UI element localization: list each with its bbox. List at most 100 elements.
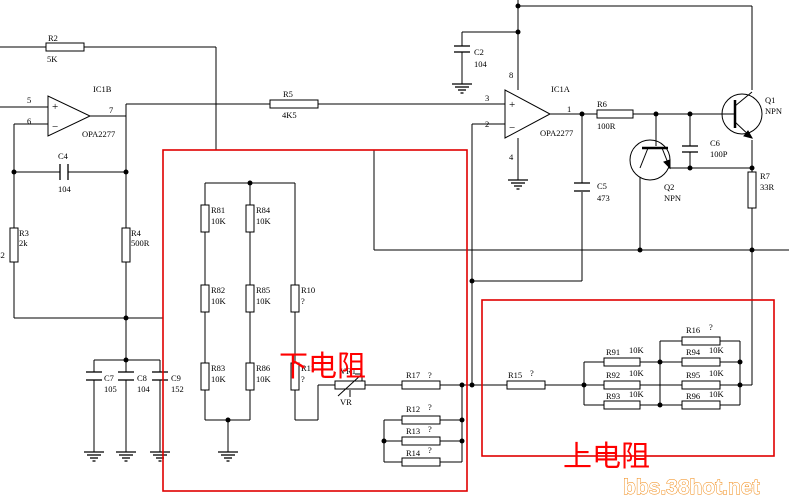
label-c9-ref: C9 (171, 373, 181, 383)
ground-symbol (115, 451, 137, 462)
resistor-r96 (681, 400, 721, 410)
label-c5-ref: C5 (597, 181, 607, 191)
capacitor-c6 (682, 145, 698, 153)
label-q2-type: NPN (664, 193, 681, 203)
capacitor-c4 (59, 164, 69, 180)
resistor-r5 (269, 99, 319, 109)
resistor-r91 (603, 357, 641, 367)
label-r14-value: ? (428, 445, 432, 455)
capacitor-c7 (86, 371, 102, 381)
label-ic1a-pin-out: 1 (567, 104, 571, 114)
resistor-r11 (290, 362, 300, 391)
label-r93-ref: R93 (606, 391, 620, 401)
label-r11-ref: R11 (301, 363, 315, 373)
label-ic1a-pin-plus: 3 (485, 93, 489, 103)
label-c2-ref: C2 (474, 47, 484, 57)
label-r83-ref: R83 (211, 363, 225, 373)
label-r81-value: 10K (211, 216, 227, 226)
label-r16-ref: R16 (686, 325, 700, 335)
label-r5-ref: R5 (283, 89, 293, 99)
label-r12-value: ? (428, 402, 432, 412)
resistor-r84 (245, 204, 255, 233)
resistor-r15 (506, 380, 546, 390)
ground-symbol (451, 83, 473, 94)
label-q1-type: NPN (765, 106, 782, 116)
label-ic1b-pin-minus: 6 (27, 116, 31, 126)
resistor-r7 (747, 171, 757, 209)
label-r93-value: 10K (629, 389, 645, 399)
label-r6-value: 100R (597, 121, 616, 131)
label-r17-value: ? (428, 370, 432, 380)
label-r4-value: 500R (131, 238, 150, 248)
resistor-r93 (603, 400, 641, 410)
label-r82-value: 10K (211, 296, 227, 306)
resistor-r95 (681, 380, 721, 390)
resistor-r12 (401, 415, 441, 425)
label-r81-ref: R81 (211, 205, 225, 215)
resistor-r94 (681, 357, 721, 367)
svg-text:+: + (52, 101, 58, 113)
resistor-r13 (401, 436, 441, 446)
opamp-ic1b (47, 95, 92, 137)
lower-resistor-highlight-box (162, 149, 468, 492)
label-q2-ref: Q2 (664, 182, 674, 192)
label-c8-value: 104 (137, 384, 151, 394)
resistor-r10 (290, 284, 300, 313)
label-r91-ref: R91 (606, 347, 620, 357)
resistor-r82 (200, 284, 210, 313)
label-ic1b-ref: IC1B (93, 84, 112, 94)
label-r84-value: 10K (256, 216, 272, 226)
label-r95-ref: R95 (686, 370, 700, 380)
label-r17-ref: R17 (406, 370, 420, 380)
resistor-r4 (121, 227, 131, 263)
label-r2-ref: R2 (48, 33, 58, 43)
label-r86-ref: R86 (256, 363, 270, 373)
resistor-r14 (401, 457, 441, 467)
label-r92-value: 10K (629, 368, 645, 378)
upper-resistor-highlight-box (481, 299, 775, 457)
opamp-ic1a (504, 89, 552, 139)
label-vr1-value: VR (340, 397, 352, 407)
lower-resistor-annotation: 下电阻 (279, 349, 366, 383)
label-r5-value: 4K5 (282, 110, 297, 120)
label-r92-ref: R92 (606, 370, 620, 380)
label-ic1b-pin-plus: 5 (27, 95, 31, 105)
resistor-r17 (401, 380, 441, 390)
potentiometer-wiper-arrow (337, 373, 363, 397)
capacitor-c8 (118, 371, 134, 381)
label-r82-ref: R82 (211, 285, 225, 295)
label-left-edge-c2: C2 (0, 250, 5, 260)
label-r15-ref: R15 (508, 370, 522, 380)
label-r91-value: 10K (629, 345, 645, 355)
label-c5-value: 473 (597, 193, 610, 203)
label-r3-value: 2k (19, 238, 28, 248)
upper-resistor-annotation: 上电阻 (563, 439, 650, 473)
site-watermark: bbs.38hot.net (623, 476, 760, 499)
label-c6-ref: C6 (710, 138, 720, 148)
label-r95-value: 10K (709, 368, 725, 378)
resistor-r6 (596, 109, 634, 119)
ground-symbol (507, 179, 529, 190)
label-ic1b-pin-out: 7 (109, 105, 113, 115)
label-r11-value: ? (301, 374, 305, 384)
label-r10-value: ? (301, 296, 305, 306)
label-c4-value: 104 (58, 184, 72, 194)
svg-text:−: − (52, 121, 58, 133)
ground-symbol (83, 451, 105, 462)
transistor-q2 (629, 139, 671, 181)
label-r86-value: 10K (256, 374, 272, 384)
label-r4-ref: R4 (131, 228, 142, 238)
label-r6-ref: R6 (597, 99, 607, 109)
svg-text:−: − (509, 122, 515, 134)
resistor-r85 (245, 284, 255, 313)
label-r94-ref: R94 (686, 347, 701, 357)
label-ic1a-pin-vplus: 8 (509, 70, 513, 80)
transistor-q1 (721, 91, 763, 139)
label-r96-value: 10K (709, 389, 725, 399)
label-c6-value: 100P (710, 149, 728, 159)
label-c2-value: 104 (474, 59, 488, 69)
resistor-r92 (603, 380, 641, 390)
label-c4-ref: C4 (58, 151, 69, 161)
capacitor-c5 (574, 182, 590, 192)
